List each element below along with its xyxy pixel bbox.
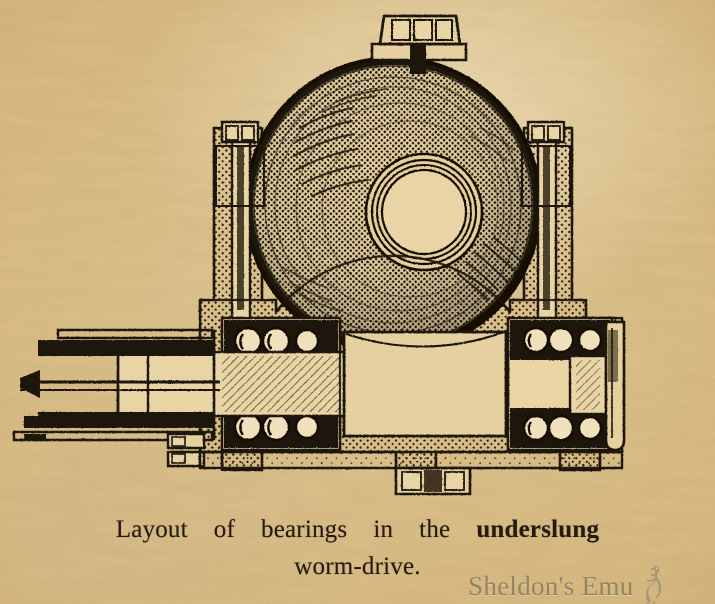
worm-chamber (342, 330, 508, 438)
right-thrust-bearing (568, 354, 608, 416)
wheel-hub (364, 152, 484, 272)
bottom-centre-bolt (394, 466, 472, 496)
caption-word-bearings: bearings (261, 516, 348, 543)
right-ball-bearing-lower (522, 414, 603, 442)
watermark: Sheldon's Emu (468, 562, 666, 604)
right-ball-bearing-upper (522, 326, 603, 354)
left-ball-bearing-upper (233, 326, 320, 356)
top-boss-bolt (370, 14, 468, 74)
caption-word-of: of (213, 516, 236, 543)
emu-bird-icon (645, 565, 661, 604)
casing-base (198, 450, 624, 470)
caption-word-in: in (373, 516, 394, 543)
left-foot-bolt (166, 432, 206, 468)
left-stud-bolt (215, 120, 265, 328)
end-cover (604, 320, 626, 452)
caption-word-the: the (419, 516, 451, 543)
watermark-text: Sheldon's Emu (468, 571, 634, 601)
left-ball-bearing-lower (233, 412, 320, 442)
caption-word-underslung: underslung (476, 516, 600, 543)
caption-word-layout: Layout (115, 516, 188, 543)
caption-line-2: worm-drive. (294, 553, 421, 580)
worm-shaft (12, 328, 346, 442)
